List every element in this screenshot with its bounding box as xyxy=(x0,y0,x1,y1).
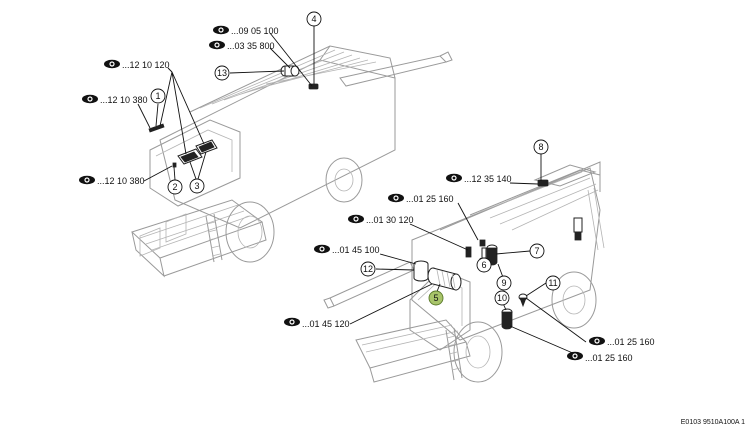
reference-01-45-120: ...01 45 120 xyxy=(284,317,350,329)
eye-icon xyxy=(314,244,330,254)
callout-1: 1 xyxy=(150,88,166,104)
reference-09-05-100: ...09 05 100 xyxy=(213,25,279,36)
reference-text: ...12 10 380 xyxy=(100,95,148,105)
reference-text: ...01 45 100 xyxy=(332,245,380,255)
callout-6: 6 xyxy=(476,257,492,273)
reference-text: ...12 35 140 xyxy=(464,174,512,184)
eye-icon xyxy=(79,175,95,185)
reference-text: ...01 30 120 xyxy=(366,215,414,225)
reference-01-25-160-a: ...01 25 160 xyxy=(388,193,454,204)
reference-text: ...01 45 120 xyxy=(302,319,350,329)
callout-number: 13 xyxy=(217,68,227,78)
eye-icon xyxy=(446,173,462,183)
figure-code: E0103 9510A100A 1 xyxy=(681,419,745,426)
callout-number: 11 xyxy=(548,278,557,288)
reference-12-10-380-a: ...12 10 380 xyxy=(82,94,148,105)
reference-12-10-380-b: ...12 10 380 xyxy=(79,175,145,186)
callout-10: 10 xyxy=(494,290,510,306)
eye-icon xyxy=(104,59,120,69)
reference-01-30-120: ...01 30 120 xyxy=(348,214,414,225)
callout-3: 3 xyxy=(189,178,205,194)
callout-number: 9 xyxy=(501,278,506,288)
reference-text: ...12 10 120 xyxy=(122,60,170,70)
reference-text: ...01 25 160 xyxy=(585,353,633,363)
callout-number: 7 xyxy=(534,246,539,256)
reference-labels: ...09 05 100 ...03 35 800 ...12 10 120 .… xyxy=(79,25,655,363)
eye-icon xyxy=(82,94,98,104)
reference-text: ...09 05 100 xyxy=(231,26,279,36)
reference-text: ...12 10 380 xyxy=(97,176,145,186)
callout-number: 6 xyxy=(481,260,486,270)
reference-12-35-140: ...12 35 140 xyxy=(446,173,512,184)
callout-11: 11 xyxy=(545,275,561,291)
callout-number: 1 xyxy=(155,91,160,101)
reference-text: ...01 25 160 xyxy=(607,337,655,347)
callout-12: 12 xyxy=(360,261,376,277)
callout-number: 2 xyxy=(172,182,177,192)
callout-13: 13 xyxy=(214,65,230,81)
eye-icon xyxy=(348,214,364,224)
reference-01-45-100: ...01 45 100 xyxy=(314,244,380,255)
eye-icon xyxy=(589,336,605,346)
parts-left xyxy=(148,65,319,168)
eye-icon xyxy=(284,317,300,327)
eye-icon xyxy=(388,193,404,203)
callout-7: 7 xyxy=(529,243,545,259)
callout-number: 8 xyxy=(538,142,543,152)
leader-lines xyxy=(137,26,587,358)
callout-4: 4 xyxy=(306,11,322,27)
callout-number: 4 xyxy=(311,14,316,24)
reference-03-35-800: ...03 35 800 xyxy=(209,40,275,51)
parts-right xyxy=(413,179,583,330)
eye-icon xyxy=(567,351,583,361)
combine-machine-right xyxy=(323,161,605,383)
reference-12-10-120: ...12 10 120 xyxy=(104,59,170,70)
combine-machine-left xyxy=(131,45,453,278)
callout-5: 5 xyxy=(428,290,444,306)
callout-2: 2 xyxy=(167,179,183,195)
callout-9: 9 xyxy=(496,275,512,291)
reference-text: ...03 35 800 xyxy=(227,41,275,51)
callout-number: 10 xyxy=(497,293,507,303)
callout-number: 5 xyxy=(433,293,438,303)
reference-01-25-160-b: ...01 25 160 xyxy=(589,336,655,347)
eye-icon xyxy=(209,40,225,50)
reference-text: ...01 25 160 xyxy=(406,194,454,204)
callout-number: 12 xyxy=(363,264,373,274)
callouts: 1 2 3 4 5 6 7 8 xyxy=(150,11,561,306)
eye-icon xyxy=(213,25,229,35)
callout-number: 3 xyxy=(194,181,199,191)
reference-01-25-160-c: ...01 25 160 xyxy=(567,351,633,363)
callout-8: 8 xyxy=(533,139,549,155)
